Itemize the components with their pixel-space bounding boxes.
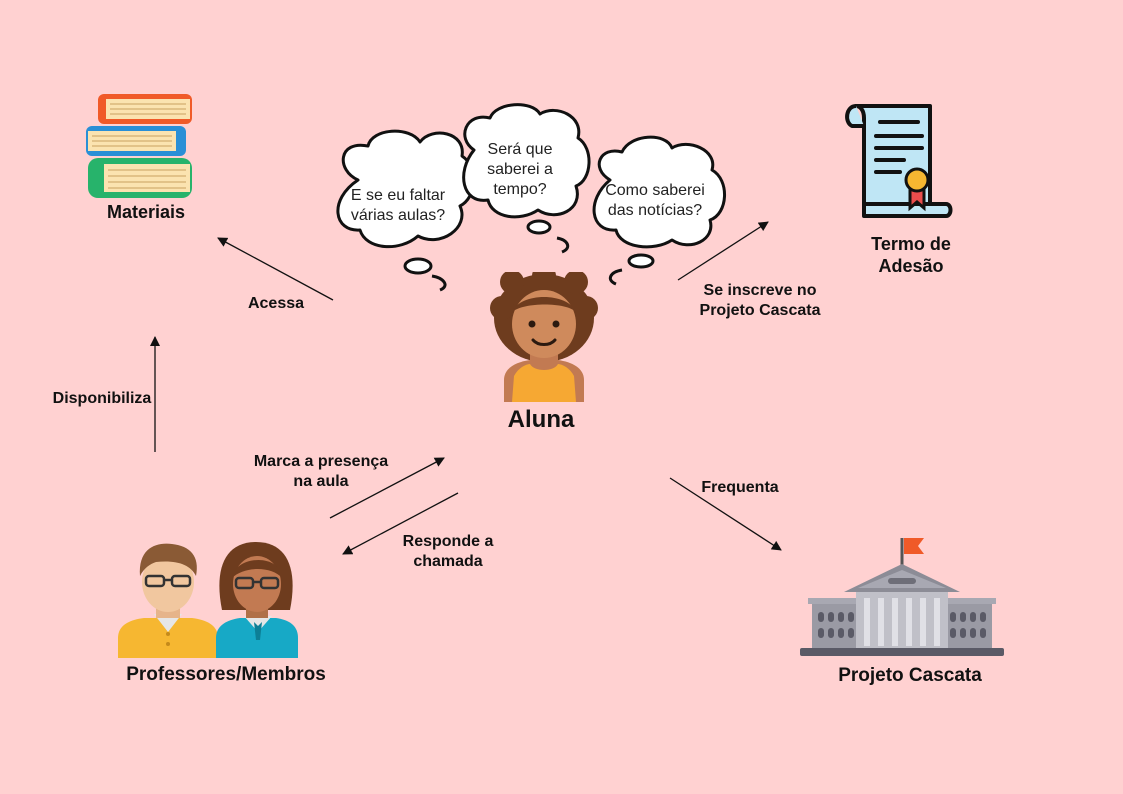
edge-label-line: Se inscreve no xyxy=(703,282,817,299)
edge-label-marca: Marca a presença na aula xyxy=(240,452,402,492)
node-termo-line: Adesão xyxy=(878,256,944,276)
edge-label-responde: Responde a chamada xyxy=(388,532,508,572)
thought-cloud-left xyxy=(336,129,476,292)
node-aluna: Aluna xyxy=(507,406,575,433)
arrow-inscreve xyxy=(677,221,769,281)
arrow-responde xyxy=(342,492,459,555)
node-professores: Professores/Membros xyxy=(126,664,326,685)
edge-label-line: Responde a xyxy=(402,533,494,550)
certificate-document-icon xyxy=(845,104,953,218)
thought-left-text: E se eu faltar várias aulas? xyxy=(336,186,460,226)
books-icon xyxy=(86,94,192,198)
edge-label-line: Projeto Cascata xyxy=(699,302,821,319)
edge-label-line: Marca a presença xyxy=(253,453,389,470)
node-termo-adesao: Termo de Adesão xyxy=(846,233,976,277)
thought-right-text: Como saberei das notícias? xyxy=(596,181,714,221)
thought-right-line: Como saberei xyxy=(605,182,705,199)
thought-cloud-middle xyxy=(462,103,591,254)
government-building-icon xyxy=(800,538,1004,656)
teachers-icon xyxy=(118,542,298,658)
edge-label-line: na aula xyxy=(293,473,349,490)
arrow-acessa xyxy=(217,237,334,301)
thought-right-line: das notícias? xyxy=(607,202,703,219)
arrow-marca xyxy=(329,457,445,519)
student-girl-icon xyxy=(490,272,598,402)
edge-label-frequenta: Frequenta xyxy=(701,479,779,496)
thought-middle-line: Será que xyxy=(487,141,553,158)
thought-cloud-right xyxy=(592,135,726,286)
node-materiais: Materiais xyxy=(106,202,186,222)
arrow-frequenta xyxy=(669,477,782,551)
thought-middle-line: tempo? xyxy=(493,181,547,198)
node-projeto-cascata: Projeto Cascata xyxy=(838,665,982,686)
edge-label-acessa: Acessa xyxy=(247,295,305,312)
thought-left-line: E se eu faltar xyxy=(350,187,446,204)
thought-middle-text: Será que saberei a tempo? xyxy=(468,140,572,200)
thought-middle-line: saberei a xyxy=(487,161,553,178)
node-termo-line: Termo de xyxy=(871,234,951,254)
edge-label-line: chamada xyxy=(413,553,483,570)
edge-label-disponibiliza: Disponibiliza xyxy=(52,390,152,407)
edge-label-inscreve: Se inscreve no Projeto Cascata xyxy=(684,281,836,321)
thought-left-line: várias aulas? xyxy=(350,207,446,224)
